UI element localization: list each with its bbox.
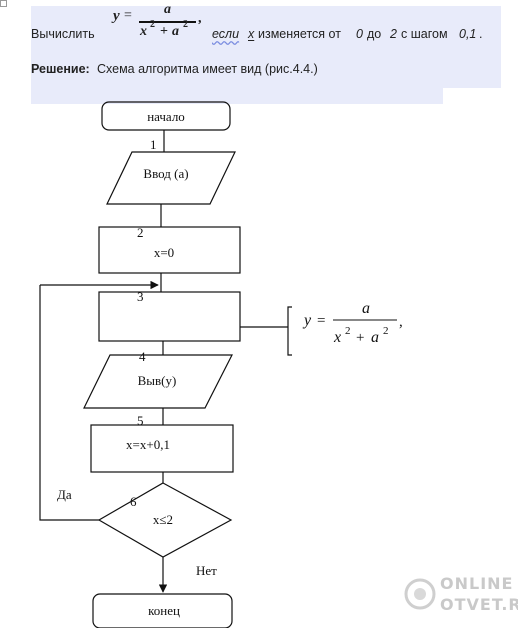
solution-text: Схема алгоритма имеет вид (рис.4.4.) [97,62,318,76]
watermark-logo: ONLINE OTVET.RU [404,574,518,614]
annotation-bracket [287,306,292,356]
cond-num: 6 [130,494,137,509]
watermark-line2: OTVET.RU [440,595,518,614]
task-if: если [212,27,240,41]
end-terminator [92,593,233,628]
task-step-word: с шагом [401,27,448,41]
note-den-a: a [371,329,379,346]
task-formula-den-x: x [140,24,147,39]
task-formula-den-a-exp: 2 [183,19,188,30]
annotation-formula: y = a x 2 + a 2 , [302,300,403,346]
init-label: x=0 [154,245,174,260]
task-step: 0,1 [459,27,477,41]
init-process [98,226,241,274]
start-terminator [101,101,231,131]
task-formula-trail: , [198,11,202,26]
task-formula-fraction-bar [139,21,196,23]
note-numerator: a [362,300,370,317]
solution-label: Решение: [31,62,90,76]
task-panel-extension [443,6,501,88]
note-trail: , [399,314,403,330]
incr-process [90,424,234,473]
input-parallelogram [106,151,236,205]
incr-num: 5 [137,413,144,428]
task-formula-lhs: y [113,8,120,24]
note-den-plus: + [356,330,364,346]
task-lead: Вычислить [31,27,95,41]
task-formula-numerator: a [164,2,171,17]
input-label: Ввод (а) [143,166,188,181]
note-eq: = [317,313,325,329]
task-formula-den-plus: + [160,24,168,39]
start-label: начало [147,109,185,124]
yes-label: Да [57,487,72,502]
output-label: Выв(у) [138,373,177,388]
watermark-circle-icon [404,578,436,610]
note-den-x-exp: 2 [345,325,351,337]
task-panel [31,6,443,104]
note-lhs: y [302,312,312,329]
task-to-word: до [367,27,382,41]
task-changes: изменяется от [258,27,341,41]
watermark-dot-icon [414,588,426,600]
note-den-a-exp: 2 [383,325,389,337]
incr-label: x=x+0,1 [126,437,170,452]
task-formula-eq: = [124,8,132,23]
output-num: 4 [139,349,146,364]
task-formula-den-x-exp: 2 [150,19,155,30]
note-den-x: x [333,329,341,346]
task-formula-den-a: a [172,24,179,39]
loop-yes-path [39,285,99,521]
corner-marker [0,0,7,7]
no-label: Нет [196,563,217,578]
input-num: 1 [150,137,157,152]
cond-label: x≤2 [153,512,173,527]
calc-process [98,291,241,342]
end-label: конец [148,603,180,618]
output-parallelogram [83,354,233,409]
task-to: 2 [390,27,397,41]
task-from: 0 [356,27,363,41]
init-num: 2 [137,225,144,240]
watermark-line1: ONLINE [440,574,513,593]
task-period: . [479,27,483,41]
calc-num: 3 [137,289,144,304]
task-var: x [248,27,255,41]
